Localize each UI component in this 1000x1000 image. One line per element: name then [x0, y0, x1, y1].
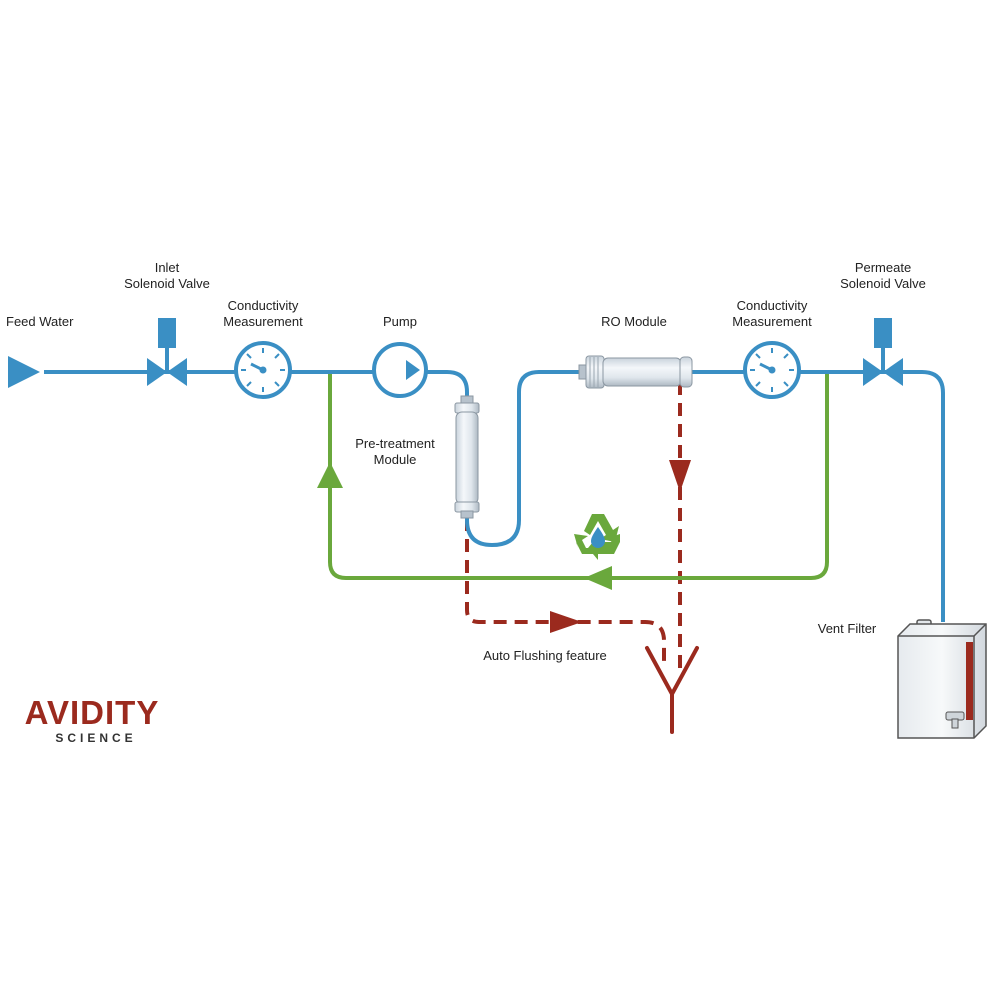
conductivity-gauge-2-icon [743, 341, 801, 399]
ro-module [578, 355, 693, 389]
logo-sub: SCIENCE [55, 731, 136, 745]
inlet-valve-label-line2: Solenoid Valve [124, 276, 210, 291]
inlet-solenoid-valve-icon [147, 318, 187, 386]
water-pipes [44, 370, 945, 622]
drain-icon [645, 646, 699, 734]
auto-flush-arrow-icon [550, 611, 582, 633]
recirculation-loop [317, 372, 829, 590]
pretreatment-label-line1: Pre-treatment [355, 436, 435, 451]
inlet-valve-label-line1: Inlet [155, 260, 180, 275]
permeate-valve-label-line1: Permeate [855, 260, 911, 275]
ro-module-label: RO Module [601, 314, 667, 329]
pump-icon [372, 342, 428, 398]
ro-to-permeate-pipe [692, 370, 945, 622]
triangle-right-icon [8, 356, 40, 388]
feed-water-label: Feed Water [6, 314, 74, 329]
conductivity-gauge-1-icon [234, 341, 292, 399]
pretreat-to-ro-pipe [465, 370, 583, 548]
drain-lines [465, 382, 699, 734]
conductivity-1-label-line1: Conductivity [228, 298, 299, 313]
storage-tank-icon [897, 619, 987, 739]
pump-label: Pump [383, 314, 417, 329]
permeate-solenoid-valve-icon [863, 318, 903, 386]
pretreatment-module [454, 395, 480, 519]
feed-pipe [44, 370, 469, 400]
ro-reject-arrow-icon [669, 460, 691, 492]
conductivity-2-label-line1: Conductivity [737, 298, 808, 313]
recirc-left-arrow-icon [584, 566, 612, 590]
recirc-up-arrow-icon [317, 462, 343, 488]
recycle-water-icon [574, 514, 620, 560]
auto-flush-label: Auto Flushing feature [483, 648, 607, 663]
vent-filter-label: Vent Filter [818, 621, 877, 636]
permeate-valve-label-line2: Solenoid Valve [840, 276, 926, 291]
conductivity-2-label-line2: Measurement [732, 314, 812, 329]
conductivity-1-label-line2: Measurement [223, 314, 303, 329]
auto-flush-line [465, 518, 666, 662]
labels: Feed Water Inlet Solenoid Valve Conducti… [6, 260, 926, 663]
logo-name: AVIDITY [25, 694, 160, 731]
pretreatment-label-line2: Module [374, 452, 417, 467]
avidity-science-logo: AVIDITY SCIENCE [25, 694, 160, 745]
